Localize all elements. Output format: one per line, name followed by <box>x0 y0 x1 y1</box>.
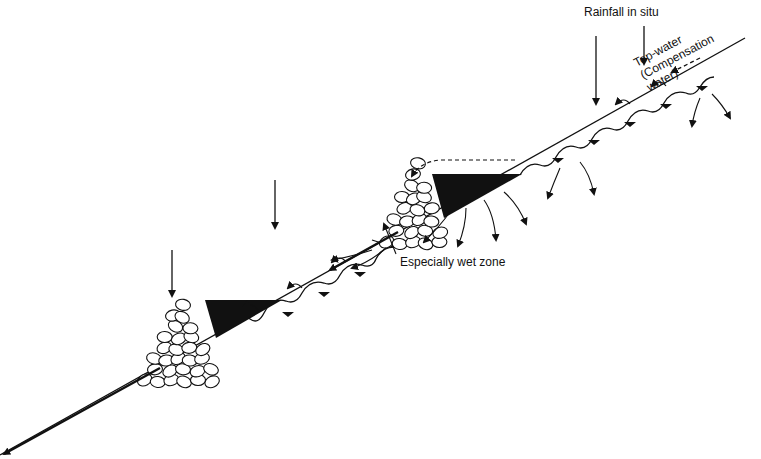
terrace-water <box>282 86 708 317</box>
stone <box>175 374 193 390</box>
stone <box>173 309 191 325</box>
stone <box>432 225 449 240</box>
stone <box>194 341 212 358</box>
stone <box>424 202 440 215</box>
stone <box>183 323 198 335</box>
stone <box>181 341 197 354</box>
subsurface-flow-arrow <box>4 232 398 454</box>
surface-flow-arrow <box>244 82 666 310</box>
stone <box>203 374 221 390</box>
ponded-water <box>205 300 282 338</box>
leader-arrow <box>384 224 396 254</box>
seepage-arrow <box>332 94 730 268</box>
stone <box>175 298 192 312</box>
stone-check-dam <box>135 156 449 389</box>
rainfall-arrow <box>172 26 644 296</box>
annotation-label: Especially wet zone <box>398 256 507 270</box>
stone <box>416 182 431 194</box>
annotation-label: Rainfall in situ <box>582 6 661 20</box>
stone <box>157 331 172 343</box>
stone <box>423 215 439 228</box>
terrace-waves <box>520 77 714 175</box>
slope-line <box>0 38 745 455</box>
stone <box>150 376 166 389</box>
overflow-arrow <box>412 160 515 176</box>
